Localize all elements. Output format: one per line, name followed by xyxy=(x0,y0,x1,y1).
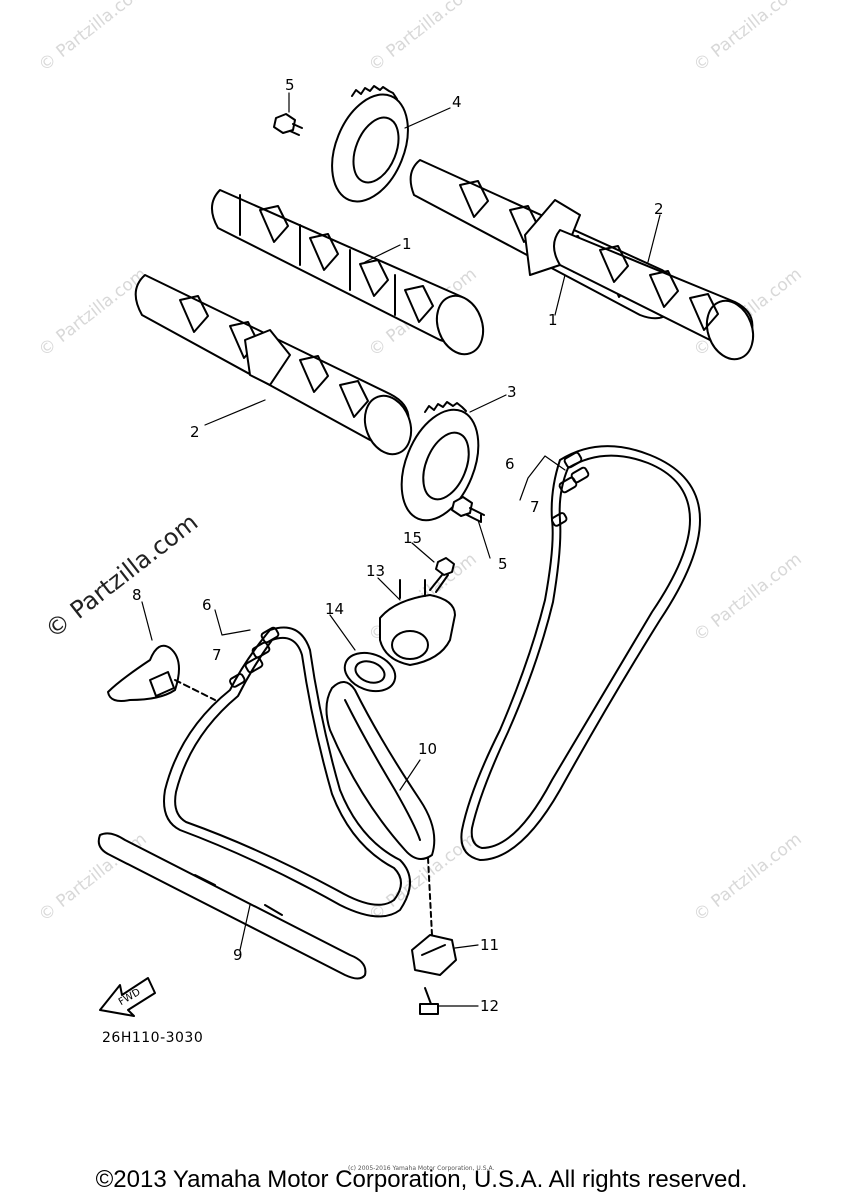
chain-link-part-7-right xyxy=(551,512,568,527)
plate-part-8 xyxy=(107,644,180,702)
callout-3: 3 xyxy=(507,383,517,401)
bolt-part-5-top xyxy=(273,113,303,136)
chain-guide-part-10 xyxy=(325,681,436,860)
callout-15: 15 xyxy=(403,529,423,547)
bracket-part-11 xyxy=(411,857,457,976)
callout-5-lower: 5 xyxy=(498,555,508,573)
tensioner-part-13 xyxy=(379,579,456,666)
fwd-arrow-icon xyxy=(99,977,156,1017)
callout-12: 12 xyxy=(480,997,500,1015)
callout-2-right: 2 xyxy=(654,200,664,218)
diagram-part-code: 26H110-3030 xyxy=(102,1030,204,1046)
dashed-guide-line xyxy=(174,679,216,701)
callout-7-left: 7 xyxy=(212,646,222,664)
callout-5-top: 5 xyxy=(285,76,295,94)
callout-6-left: 6 xyxy=(202,596,212,614)
callout-8: 8 xyxy=(132,586,142,604)
callout-10: 10 xyxy=(418,740,438,758)
bolt-part-15 xyxy=(429,557,455,593)
chain-link-part-6-right xyxy=(558,451,590,494)
callout-1-center: 1 xyxy=(402,235,412,253)
callout-4: 4 xyxy=(452,93,462,111)
camshaft-part-2-right xyxy=(553,229,755,361)
cam-chain-right-loop xyxy=(460,445,701,861)
chain-link-part-7-left xyxy=(229,673,246,688)
callout-14: 14 xyxy=(325,600,345,618)
sprocket-part-4 xyxy=(331,85,409,203)
camshaft-part-2-left xyxy=(134,274,413,456)
sprocket-part-3 xyxy=(400,401,480,522)
tiny-copyright: (c) 2005-2016 Yamaha Motor Corporation, … xyxy=(348,1165,495,1172)
callout-2-left: 2 xyxy=(190,423,200,441)
bolt-part-5-lower xyxy=(451,496,485,523)
callout-9: 9 xyxy=(233,946,243,964)
chain-link-part-6-left xyxy=(244,626,280,674)
callout-6-right: 6 xyxy=(505,455,515,473)
gasket-part-14 xyxy=(343,651,397,693)
callout-11: 11 xyxy=(480,936,500,954)
bolt-part-12 xyxy=(419,987,439,1015)
leader-lines xyxy=(141,92,661,1007)
callout-1-right: 1 xyxy=(548,311,558,329)
cam-chain-left-loop xyxy=(163,626,411,918)
callout-13: 13 xyxy=(366,562,386,580)
callout-7-right: 7 xyxy=(530,498,540,516)
chain-guide-part-9 xyxy=(97,832,367,980)
camshaft-part-1-center xyxy=(211,189,485,356)
copyright-notice: ©2013 Yamaha Motor Corporation, U.S.A. A… xyxy=(95,1166,748,1193)
